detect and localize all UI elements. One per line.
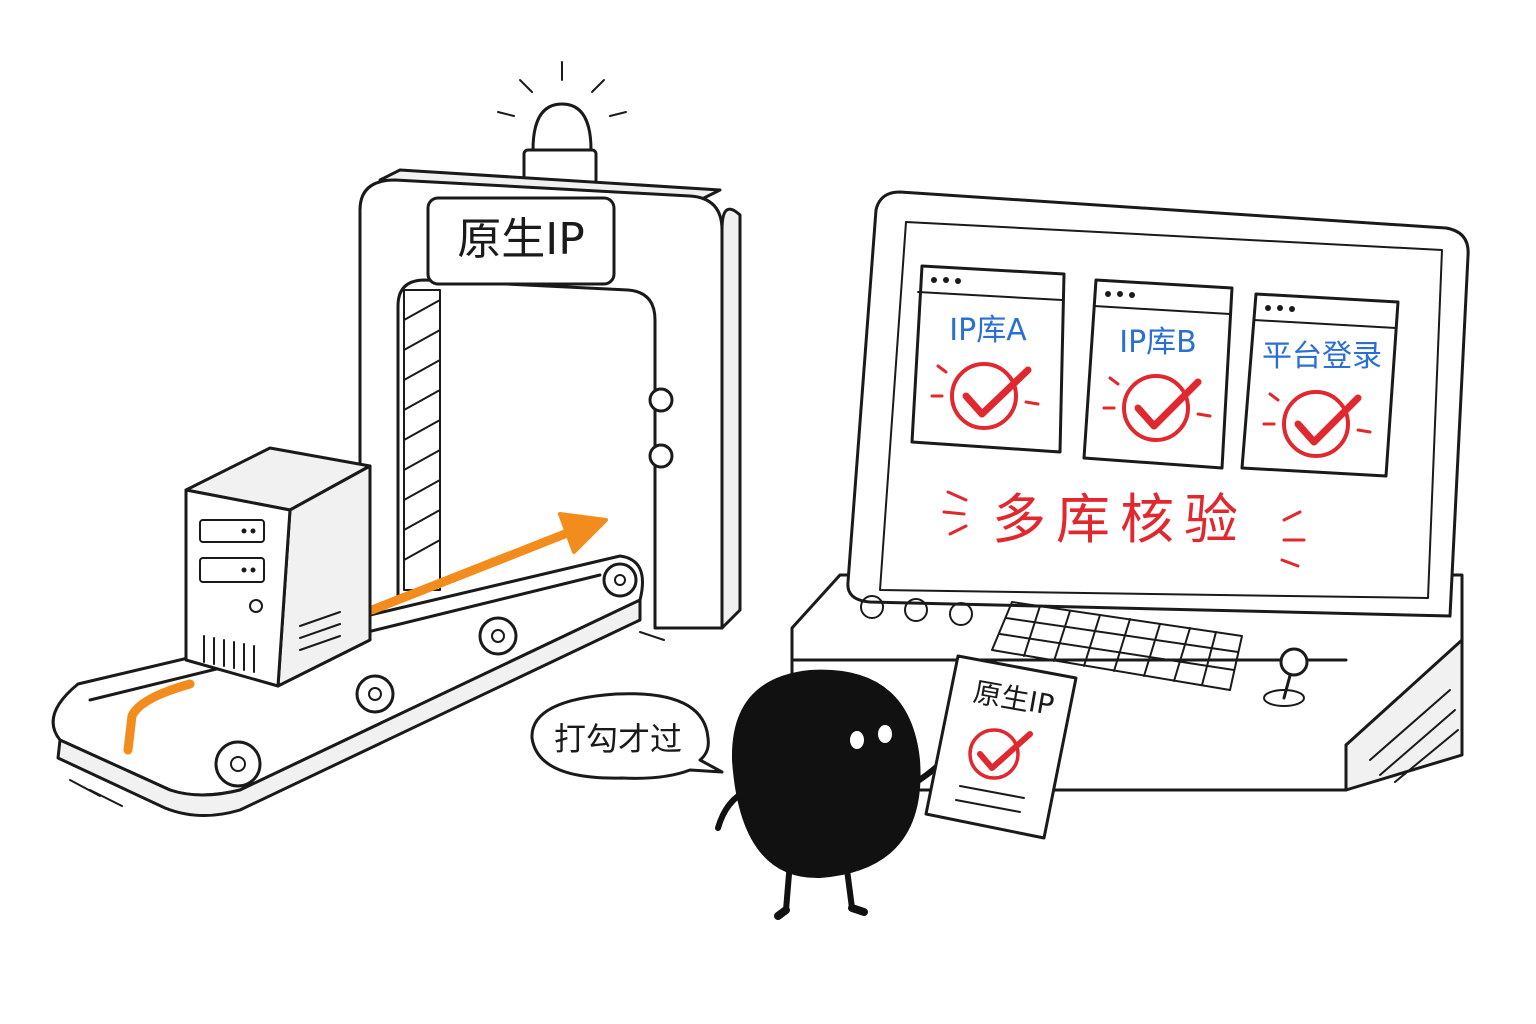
window-platform-login [1240,292,1400,478]
ip-gate [358,61,742,630]
joystick-icon [1263,647,1309,707]
mascot-eye-left [850,731,864,749]
certificate-check-icon [968,728,1033,780]
window-label-ip-db-a: IP库A [949,313,1027,348]
console-button-3 [949,602,973,626]
gate-label: 原生IP [457,214,585,265]
gate-label-plate [426,196,616,286]
window-ip-db-b [1082,278,1234,470]
keyboard-icon [991,601,1243,691]
window-ip-db-a [910,264,1066,454]
speech-bubble [530,692,724,780]
certificate-card [924,654,1078,840]
window-label-ip-db-b: IP库B [1119,325,1197,360]
banner-spark-lines [942,490,1306,568]
beacon-light-icon [497,61,627,186]
check-circle-icon-c [1262,390,1372,458]
console-button-2 [904,598,928,622]
mascot-eye-right [878,725,892,743]
monitor-banner: 多库核验 [992,488,1248,551]
server-icon [184,446,372,688]
gate-button-top [648,387,674,413]
console-button-1 [860,595,884,619]
gate-button-bottom [648,443,674,469]
speech-bubble-text: 打勾才过 [554,720,682,758]
mascot-character [715,669,947,920]
check-circle-icon-a [930,362,1040,430]
window-label-platform-login: 平台登录 [1262,339,1382,374]
arrow-right-icon [123,512,608,755]
check-circle-icon-b [1102,374,1212,442]
